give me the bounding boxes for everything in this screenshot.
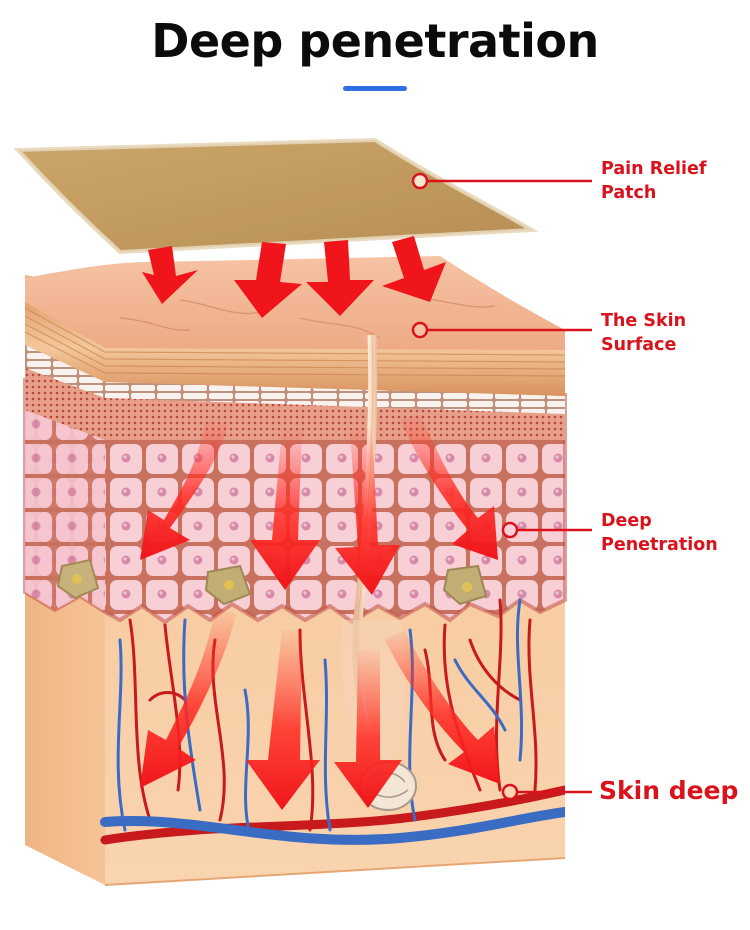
deep-cells [56,558,488,606]
circle-marker-icon [411,321,429,339]
callout-label-patch: Pain Relief Patch [601,157,746,205]
pain-relief-patch [13,137,539,255]
callout-patch-line2: Patch [601,183,657,203]
downward-arrow-icon [306,240,374,316]
downward-arrow-icon [140,420,228,560]
downward-arrow-icon [335,428,400,595]
downward-arrow-icon [334,650,402,808]
circle-marker-icon [411,172,429,190]
downward-arrow-icon [142,246,198,304]
callout-penetration-line1: Deep [601,511,652,531]
callout-penetration-line2: Penetration [601,535,718,555]
circle-marker-icon [501,783,519,801]
callout-patch-line1: Pain Relief [601,159,707,179]
arrows-top [142,236,446,318]
callout-surface-line1: The Skin [601,311,687,331]
page-title: Deep penetration [151,14,599,68]
title-underline [343,86,407,91]
skin-top-surface [25,256,565,350]
arrows-bottom [140,610,500,810]
downward-arrow-icon [250,430,320,590]
downward-arrow-icon [234,242,302,318]
stratum-corneum [25,342,565,414]
downward-arrow-icon [246,630,320,810]
callout-surface-line2: Surface [601,335,677,355]
arrows-middle [140,414,498,595]
downward-arrow-icon [385,630,500,784]
downward-arrow-icon [382,236,446,302]
callouts [411,172,592,801]
circle-marker-icon [501,521,519,539]
callout-label-skin-deep: Skin deep [599,776,739,805]
callout-label-penetration: Deep Penetration [601,509,746,557]
downward-arrow-icon [400,414,498,560]
downward-arrow-icon [140,610,236,788]
callout-label-surface: The Skin Surface [601,309,746,357]
